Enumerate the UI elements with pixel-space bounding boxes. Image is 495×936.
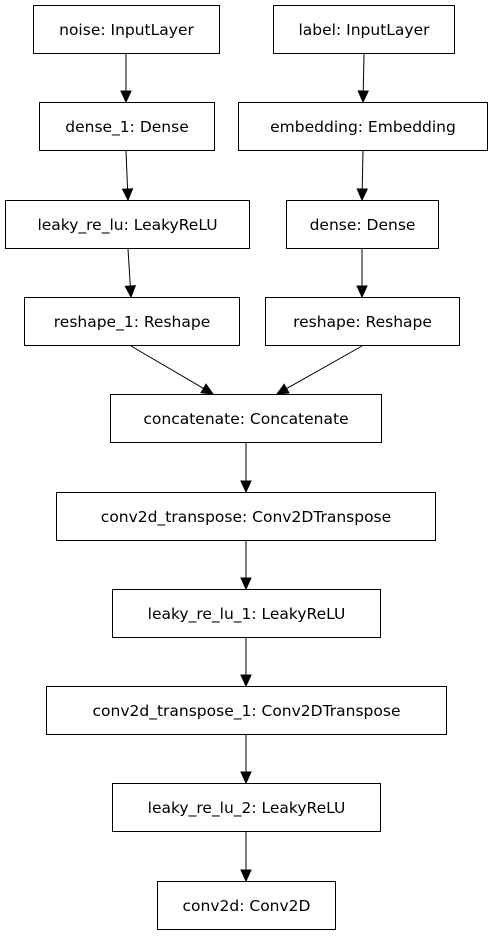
arrowhead-icon bbox=[275, 383, 290, 395]
edge-dense-to-reshape bbox=[356, 249, 368, 299]
arrowhead-icon bbox=[240, 674, 252, 688]
node-label-input-layer: label: InputLayer bbox=[273, 5, 455, 54]
node-leaky-re-lu-1: leaky_re_lu_1: LeakyReLU bbox=[112, 589, 381, 638]
node-reshape: reshape: Reshape bbox=[265, 297, 460, 346]
edge-leaky_re_lu_1-to-conv2d_transpose_1 bbox=[240, 638, 252, 688]
edge-label-to-embedding bbox=[357, 53, 370, 104]
node-embedding: embedding: Embedding bbox=[238, 102, 488, 151]
edge-line bbox=[362, 53, 365, 92]
edge-line bbox=[125, 150, 129, 190]
arrowhead-icon bbox=[200, 383, 215, 395]
arrowhead-icon bbox=[121, 188, 134, 202]
arrowhead-icon bbox=[240, 869, 252, 883]
edge-dense_1-to-leaky_re_lu bbox=[121, 150, 134, 202]
node-dense-1: dense_1: Dense bbox=[39, 102, 215, 151]
edge-line bbox=[361, 150, 364, 190]
node-conv2d-transpose-1: conv2d_transpose_1: Conv2DTranspose bbox=[46, 686, 447, 735]
arrowhead-icon bbox=[240, 771, 252, 785]
edge-leaky_re_lu-to-reshape_1 bbox=[124, 248, 137, 299]
edge-reshape_1-to-concatenate bbox=[130, 345, 215, 395]
arrowhead-icon bbox=[240, 577, 252, 591]
edge-noise-to-dense_1 bbox=[120, 54, 132, 104]
arrowhead-icon bbox=[357, 90, 370, 104]
node-concatenate: concatenate: Concatenate bbox=[110, 394, 382, 443]
node-noise-input-layer: noise: InputLayer bbox=[33, 5, 220, 54]
arrowhead-icon bbox=[356, 188, 369, 202]
node-dense: dense: Dense bbox=[286, 200, 439, 249]
arrowhead-icon bbox=[124, 285, 137, 299]
node-leaky-re-lu: leaky_re_lu: LeakyReLU bbox=[5, 200, 250, 249]
edge-reshape-to-concatenate bbox=[275, 345, 363, 395]
edge-line bbox=[130, 345, 204, 389]
edge-embedding-to-dense bbox=[356, 150, 369, 202]
edge-line bbox=[286, 345, 363, 390]
arrowhead-icon bbox=[240, 480, 252, 494]
node-conv2d-transpose: conv2d_transpose: Conv2DTranspose bbox=[56, 492, 436, 541]
node-reshape-1: reshape_1: Reshape bbox=[24, 297, 240, 346]
node-conv2d: conv2d: Conv2D bbox=[157, 881, 336, 930]
edge-leaky_re_lu_2-to-conv2d bbox=[240, 832, 252, 883]
edge-concatenate-to-conv2d_transpose bbox=[240, 443, 252, 494]
edge-line bbox=[127, 248, 131, 287]
edge-conv2d_transpose_1-to-leaky_re_lu_2 bbox=[240, 735, 252, 785]
node-leaky-re-lu-2: leaky_re_lu_2: LeakyReLU bbox=[112, 783, 381, 832]
edge-conv2d_transpose-to-leaky_re_lu_1 bbox=[240, 541, 252, 591]
arrowhead-icon bbox=[120, 90, 132, 104]
arrowhead-icon bbox=[356, 285, 368, 299]
